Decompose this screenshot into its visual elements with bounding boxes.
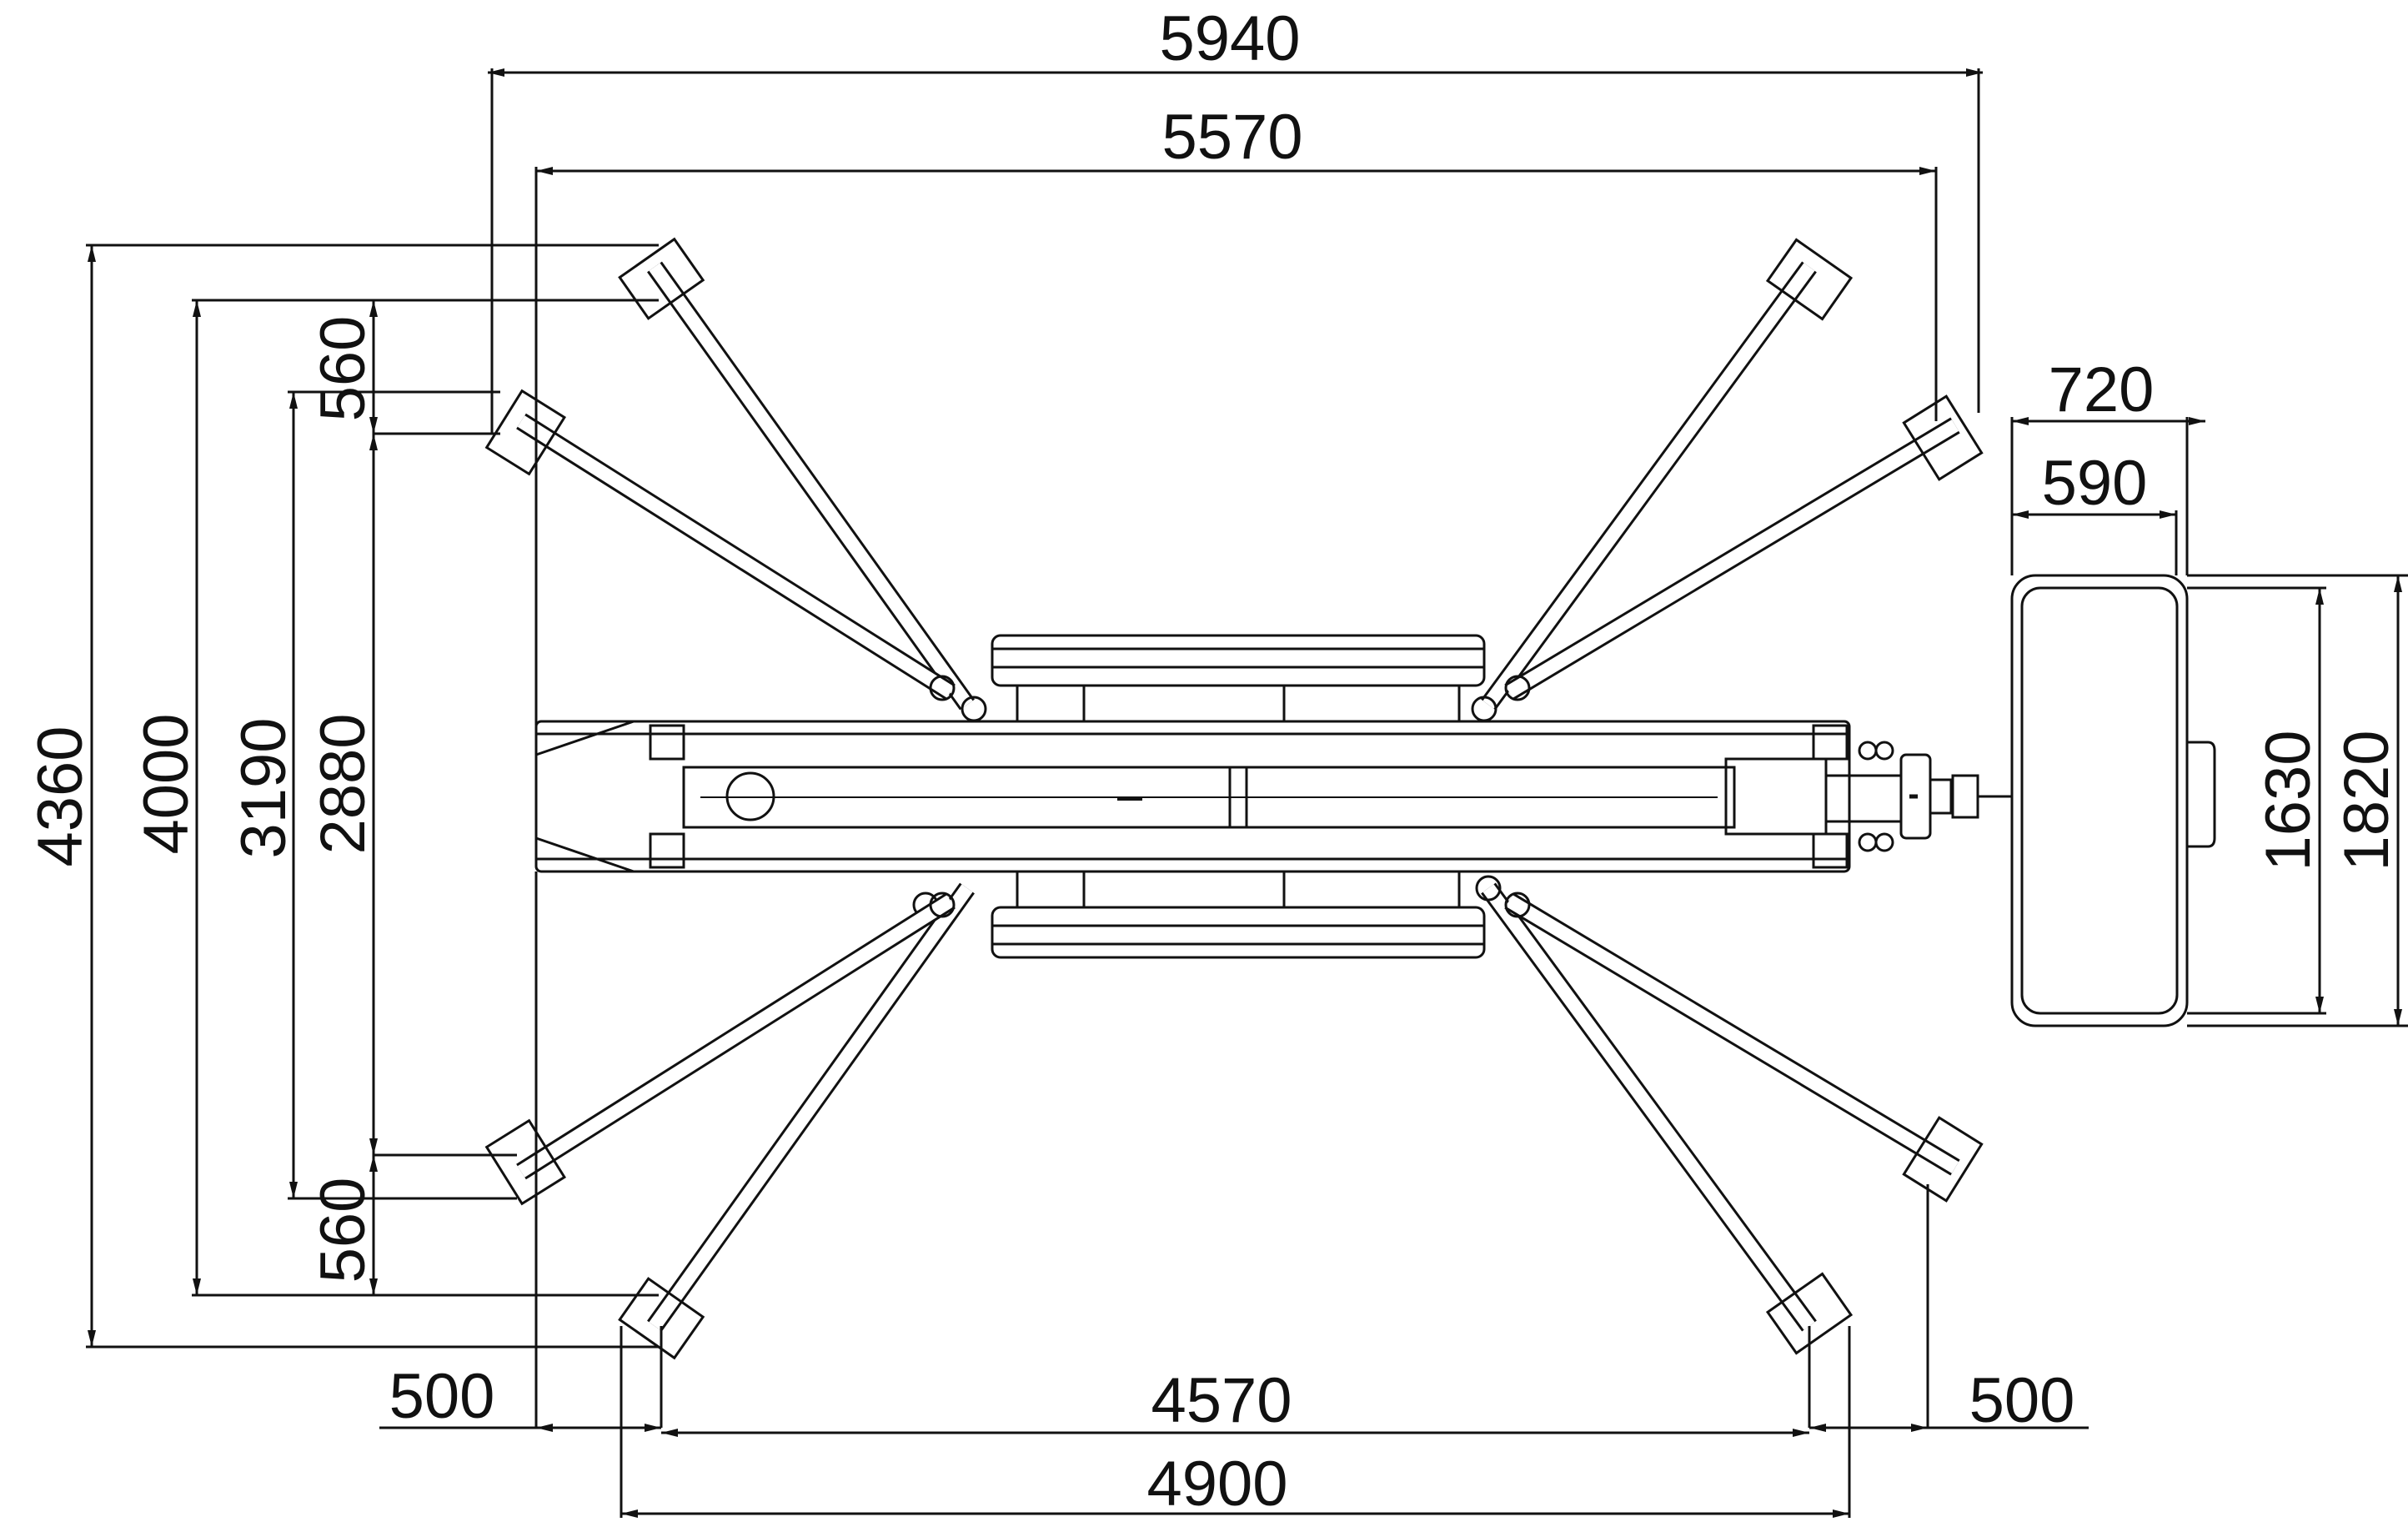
basket (1951, 574, 2216, 1027)
label-4570: 4570 (1151, 1365, 1292, 1436)
label-5570: 5570 (1161, 102, 1302, 173)
label-3190: 3190 (228, 717, 299, 858)
tracks (991, 634, 1486, 959)
dimension-lines (86, 68, 2408, 1518)
label-500-left: 500 (389, 1361, 495, 1432)
label-4900: 4900 (1146, 1449, 1287, 1519)
label-500-right: 500 (1969, 1365, 2075, 1436)
outrigger-lower-left-outer (618, 882, 975, 1360)
label-1820: 1820 (2331, 730, 2402, 871)
label-2880: 2880 (308, 713, 379, 854)
main-boom (534, 720, 1953, 873)
outrigger-lower-left-inner (484, 892, 956, 1206)
dimension-labels: 5940 5570 4360 4000 3190 2880 560 560 50… (25, 3, 2402, 1519)
outrigger-upper-left-inner (484, 389, 956, 701)
label-560-bottom: 560 (308, 1178, 379, 1283)
label-560-top: 560 (308, 316, 379, 422)
label-4360: 4360 (25, 726, 96, 866)
label-590: 590 (2042, 448, 2148, 519)
label-720: 720 (2049, 354, 2155, 425)
label-4000: 4000 (131, 713, 202, 854)
outrigger-upper-right-inner (1504, 394, 1984, 701)
machine-outline (484, 237, 2216, 1360)
label-5940: 5940 (1159, 3, 1300, 74)
outrigger-lower-right-outer (1475, 875, 1854, 1355)
outrigger-upper-right-outer (1471, 238, 1854, 722)
label-1630: 1630 (2253, 730, 2324, 871)
outrigger-upper-left-outer (618, 237, 987, 722)
outrigger-lower-right-inner (1504, 892, 1984, 1203)
